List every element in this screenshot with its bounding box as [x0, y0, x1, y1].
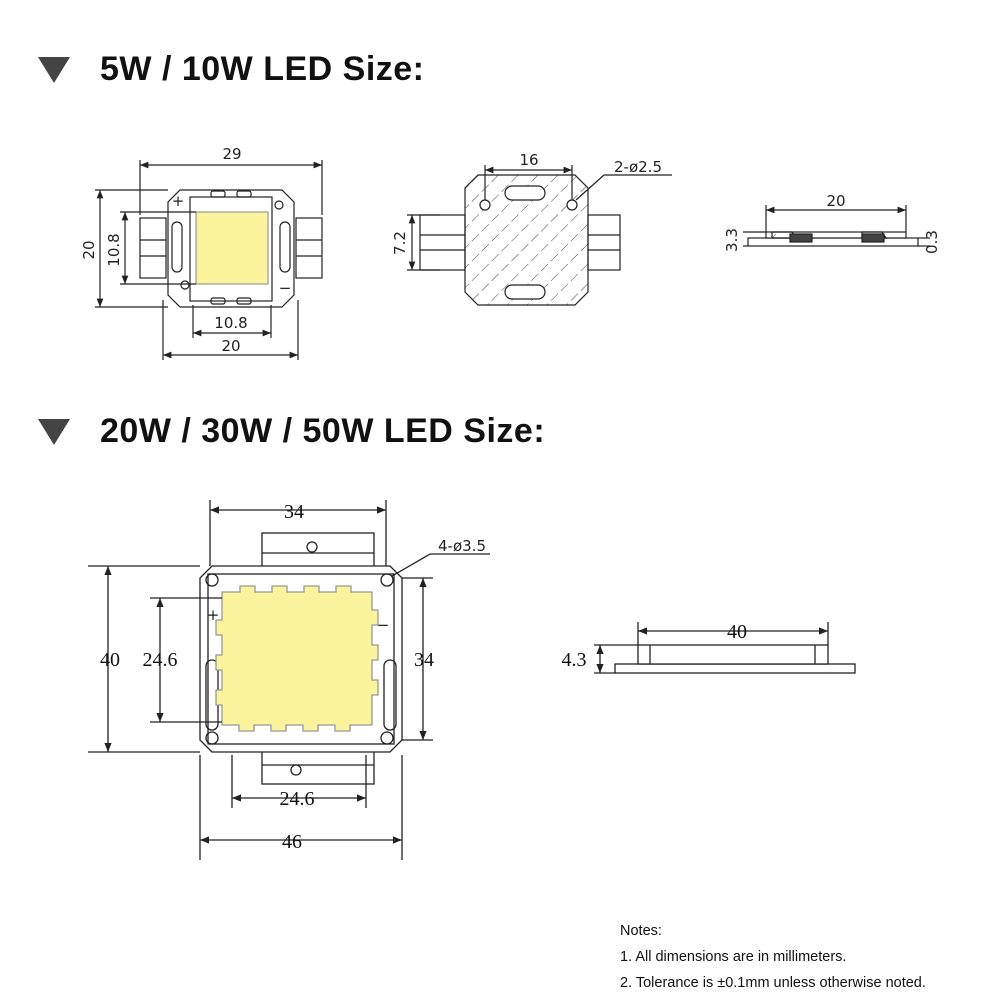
dim-holes-small: 2-ø2.5: [614, 158, 662, 176]
dim-large-width-bottom: 46: [282, 831, 302, 853]
section-title-text: 20W / 30W / 50W LED Size:: [100, 412, 546, 450]
small-led-side-view: [743, 205, 930, 247]
dim-small-inner-width: 10.8: [214, 314, 247, 332]
dim-small-side-base: 0.3: [923, 230, 941, 254]
small-led-back-view: [407, 165, 672, 306]
plus-sign-large: +: [207, 606, 220, 624]
dim-small-width-top: 29: [222, 145, 241, 163]
dim-large-height-outer: 40: [100, 649, 120, 671]
dim-large-height-inner: 24.6: [143, 649, 178, 671]
section-title-small: 5W / 10W LED Size:: [38, 50, 425, 89]
dim-large-height-right: 34: [414, 649, 434, 671]
note-item: 1. All dimensions are in millimeters.: [620, 949, 847, 965]
note-item: 2. Tolerance is ±0.1mm unless otherwise …: [620, 975, 926, 991]
large-led-front-view: [88, 500, 490, 860]
triangle-down-icon: [38, 56, 70, 83]
section-title-text: 5W / 10W LED Size:: [100, 50, 425, 88]
dim-small-side-width: 20: [826, 192, 845, 210]
notes: Notes: 1. All dimensions are in millimet…: [620, 918, 926, 996]
small-led-front-view: [95, 160, 323, 360]
dim-large-side-height: 4.3: [562, 649, 587, 671]
dim-large-side-width: 40: [727, 621, 747, 643]
dim-holes-large: 4-ø3.5: [438, 537, 486, 555]
dim-pin-height: 7.2: [391, 231, 409, 255]
dim-large-width-top: 34: [284, 501, 304, 523]
notes-heading: Notes:: [620, 923, 662, 939]
dim-small-side-height: 3.3: [723, 228, 741, 252]
dim-small-width-bottom: 20: [221, 337, 240, 355]
plus-sign: +: [172, 192, 185, 210]
minus-sign: −: [279, 279, 292, 297]
dim-small-height: 20: [80, 240, 98, 259]
dim-small-inner-height: 10.8: [105, 233, 123, 266]
large-led-side-view: [594, 622, 856, 674]
minus-sign-large: −: [377, 616, 390, 634]
dim-hole-spacing: 16: [519, 151, 538, 169]
triangle-down-icon: [38, 418, 70, 445]
section-title-large: 20W / 30W / 50W LED Size:: [38, 412, 545, 451]
dim-large-width-inner: 24.6: [280, 788, 315, 810]
